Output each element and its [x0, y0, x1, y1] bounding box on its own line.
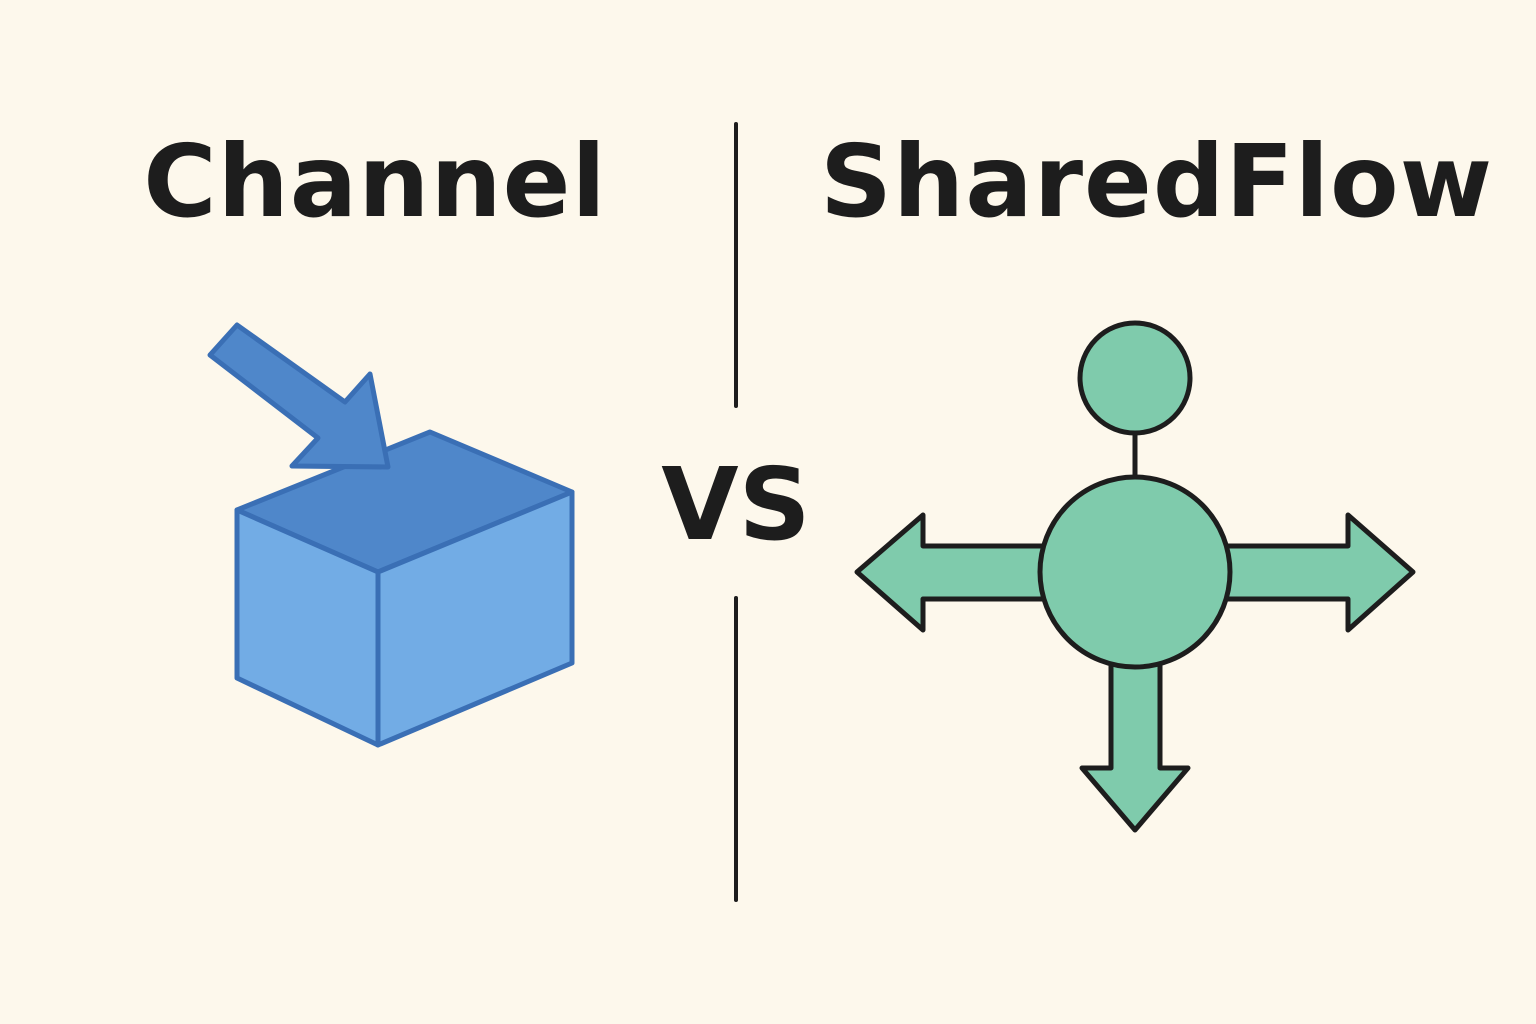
- right-arrow: [1222, 512, 1416, 633]
- box-top-face: [234, 429, 575, 575]
- box-left-face: [234, 507, 381, 748]
- divider-bottom: [734, 596, 738, 902]
- incoming-arrow: [207, 322, 391, 470]
- sharedflow-title: SharedFlow: [820, 123, 1494, 240]
- source-node: [1077, 320, 1193, 436]
- down-arrow: [1079, 657, 1191, 833]
- vs-label: VS: [661, 446, 811, 563]
- left-arrow: [854, 512, 1048, 633]
- broadcast-hub-arrows-icon: [854, 320, 1416, 833]
- channel-title: Channel: [143, 123, 607, 240]
- central-hub-node: [1037, 474, 1233, 670]
- box-right-face: [375, 489, 575, 748]
- box-with-incoming-arrow-icon: [207, 322, 575, 748]
- divider-top: [734, 122, 738, 408]
